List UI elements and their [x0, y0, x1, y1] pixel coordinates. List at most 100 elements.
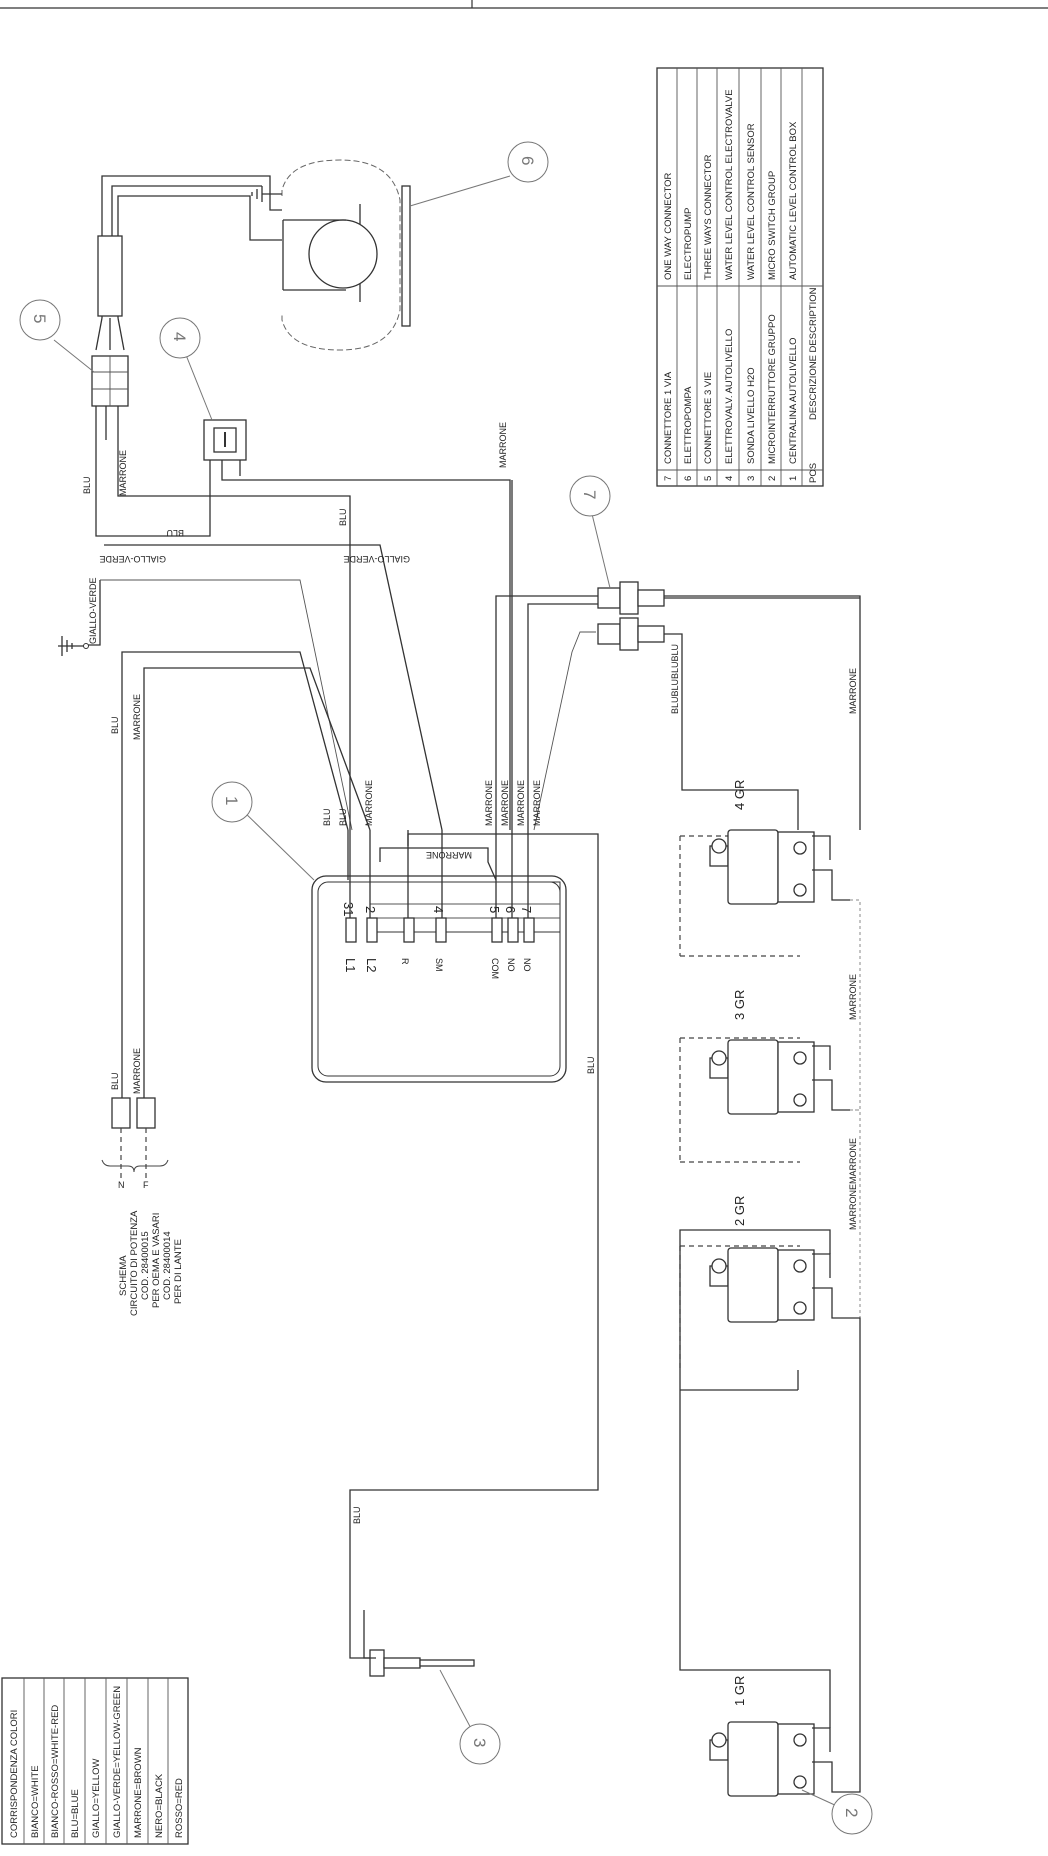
color-row-1: BIANCO=WHITE [30, 1765, 41, 1838]
label-marrone-right: MARRONE [848, 668, 858, 714]
parts-pos-5: 5 [703, 476, 714, 481]
label-marrone-between-43: MARRONE [848, 974, 858, 1020]
giallo-verde-wires [58, 544, 443, 831]
microswitch-2 [709, 1247, 850, 1323]
parts-it-4: ELETTROVALV. AUTOLIVELLO [724, 329, 735, 464]
label-marrone-box-2: MARRONE [484, 780, 494, 826]
group-label-1: 1 GR [732, 1676, 747, 1706]
label-giallo-verde-left: GIALLO-VERDE [88, 577, 98, 644]
label-marrone-top: MARRONE [498, 422, 508, 468]
terminal-R: R [400, 958, 410, 965]
parts-it-1: CENTRALINA AUTOLIVELLO [788, 337, 799, 464]
group-label-2: 2 GR [732, 1196, 747, 1226]
label-marrone-mains-top: MARRONE [132, 694, 142, 740]
label-marrone-box-1: MARRONE [364, 780, 374, 826]
parts-pos-6: 6 [683, 476, 694, 481]
parts-en-6: ELECTROPUMP [683, 208, 694, 280]
parts-table: 7 CONNETTORE 1 VIA ONE WAY CONNECTOR 6 E… [656, 67, 824, 487]
parts-it-3: SONDA LIVELLO H2O [746, 367, 757, 464]
color-row-2: BIANCO-ROSSO=WHITE-RED [50, 1705, 61, 1838]
terminal-L1: L1 [343, 958, 358, 972]
group-label-3: 3 GR [732, 990, 747, 1020]
schema-line-6: PER DI LANTE [173, 1239, 184, 1304]
balloon-6-text: 6 [518, 156, 537, 165]
balloon-7-text: 7 [580, 490, 599, 499]
three-way-connector [91, 355, 351, 537]
balloon-5: 5 [19, 299, 95, 373]
label-marrone-inside: MARRONE [426, 850, 472, 860]
label-blu-pump: BLU [82, 476, 92, 494]
label-blu-box-right: BLU [586, 1056, 596, 1074]
schema-text: SCHEMA CIRCUITO DI POTENZA COD. 28400015… [118, 1210, 184, 1316]
terminal-4: 4 [431, 906, 446, 913]
level-sensor [363, 1610, 475, 1677]
terminal-31: 31 [341, 902, 356, 916]
plug-f-label: F [143, 1180, 149, 1190]
schema-line-2: CIRCUITO DI POTENZA [129, 1210, 140, 1316]
microswitch-1 [709, 1721, 850, 1797]
balloon-5-text: 5 [30, 314, 49, 323]
balloon-1: 1 [211, 781, 315, 881]
label-blu-sensor: BLU [352, 1506, 362, 1524]
label-blu-box-1: BLU [322, 808, 332, 826]
balloon-2: 2 [801, 1789, 873, 1835]
color-table-header: CORRISPONDENZA COLORI [9, 1710, 20, 1838]
plug-n-label: N [118, 1180, 125, 1190]
terminal-6: 6 [503, 906, 518, 913]
terminal-COM: COM [490, 958, 500, 979]
parts-header-descr: DESCRIZIONE DESCRIPTION [808, 287, 819, 420]
label-blu-box-2: BLU [338, 808, 348, 826]
parts-it-6: ELETTROPOMPA [683, 386, 694, 464]
terminal-SM: SM [434, 958, 444, 972]
color-row-3: BLU=BLUE [70, 1789, 81, 1838]
parts-pos-1: 1 [788, 476, 799, 481]
balloon-4: 4 [159, 317, 213, 421]
microswitch-3 [709, 1039, 850, 1115]
pump-wires [95, 175, 282, 351]
parts-it-7: CONNETTORE 1 VIA [663, 371, 674, 464]
parts-en-1: AUTOMATIC LEVEL CONTROL BOX [788, 121, 799, 280]
color-row-8: ROSSO=RED [174, 1778, 185, 1838]
terminal-NO2: NO [522, 958, 532, 972]
parts-pos-7: 7 [663, 476, 674, 481]
schema-line-3: COD. 28400015 [140, 1231, 151, 1300]
group-label-4: 4 GR [732, 780, 747, 810]
label-marrone-marrone: MARRONEMARRONE [848, 1138, 858, 1230]
color-table: CORRISPONDENZA COLORI BIANCO=WHITE BIANC… [1, 1677, 189, 1845]
label-blu-valve: BLU [166, 528, 184, 538]
label-blublu: BLUBLUBLUBLU [670, 644, 680, 714]
color-row-6: MARRONE=BROWN [133, 1747, 144, 1838]
wire-labels: BLU MARRONE BLU GIALLO-VERDE GIALLO-VERD… [82, 422, 858, 1524]
title-block [0, 0, 1048, 9]
balloon-1-text: 1 [222, 796, 241, 805]
parts-it-2: MICROINTERRUTTORE GRUPPO [767, 314, 778, 464]
label-giallo-verde-2: GIALLO-VERDE [343, 554, 410, 564]
label-marrone-box-5: MARRONE [532, 780, 542, 826]
balloon-7: 7 [569, 475, 611, 589]
label-blu-mains-top: BLU [110, 716, 120, 734]
parts-pos-2: 2 [767, 476, 778, 481]
label-giallo-verde-1: GIALLO-VERDE [99, 554, 166, 564]
terminal-L2: L2 [364, 958, 379, 972]
balloon-3-text: 3 [470, 1738, 489, 1747]
parts-it-5: CONNETTORE 3 VIE [703, 372, 714, 464]
balloon-4-text: 4 [170, 332, 189, 341]
label-marrone-pump: MARRONE [118, 450, 128, 496]
terminal-5: 5 [487, 906, 502, 913]
label-marrone-mains-bottom: MARRONE [132, 1048, 142, 1094]
schema-line-4: PER OEMA E VASARI [151, 1213, 162, 1308]
one-way-connectors [597, 581, 860, 830]
label-marrone-box-3: MARRONE [500, 780, 510, 826]
color-row-4: GIALLO=YELLOW [91, 1759, 102, 1838]
balloon-2-text: 2 [842, 1808, 861, 1817]
parts-pos-3: 3 [746, 476, 757, 481]
electrovalve [203, 419, 511, 830]
parts-en-3: WATER LEVEL CONTROL SENSOR [746, 123, 757, 280]
parts-en-4: WATER LEVEL CONTROL ELECTROVALVE [724, 89, 735, 280]
terminal-NO1: NO [506, 958, 516, 972]
color-row-7: NERO=BLACK [154, 1773, 165, 1838]
parts-en-2: MICRO SWITCH GROUP [767, 171, 778, 280]
parts-header-pos: POS [808, 463, 819, 483]
electropump [251, 159, 411, 351]
